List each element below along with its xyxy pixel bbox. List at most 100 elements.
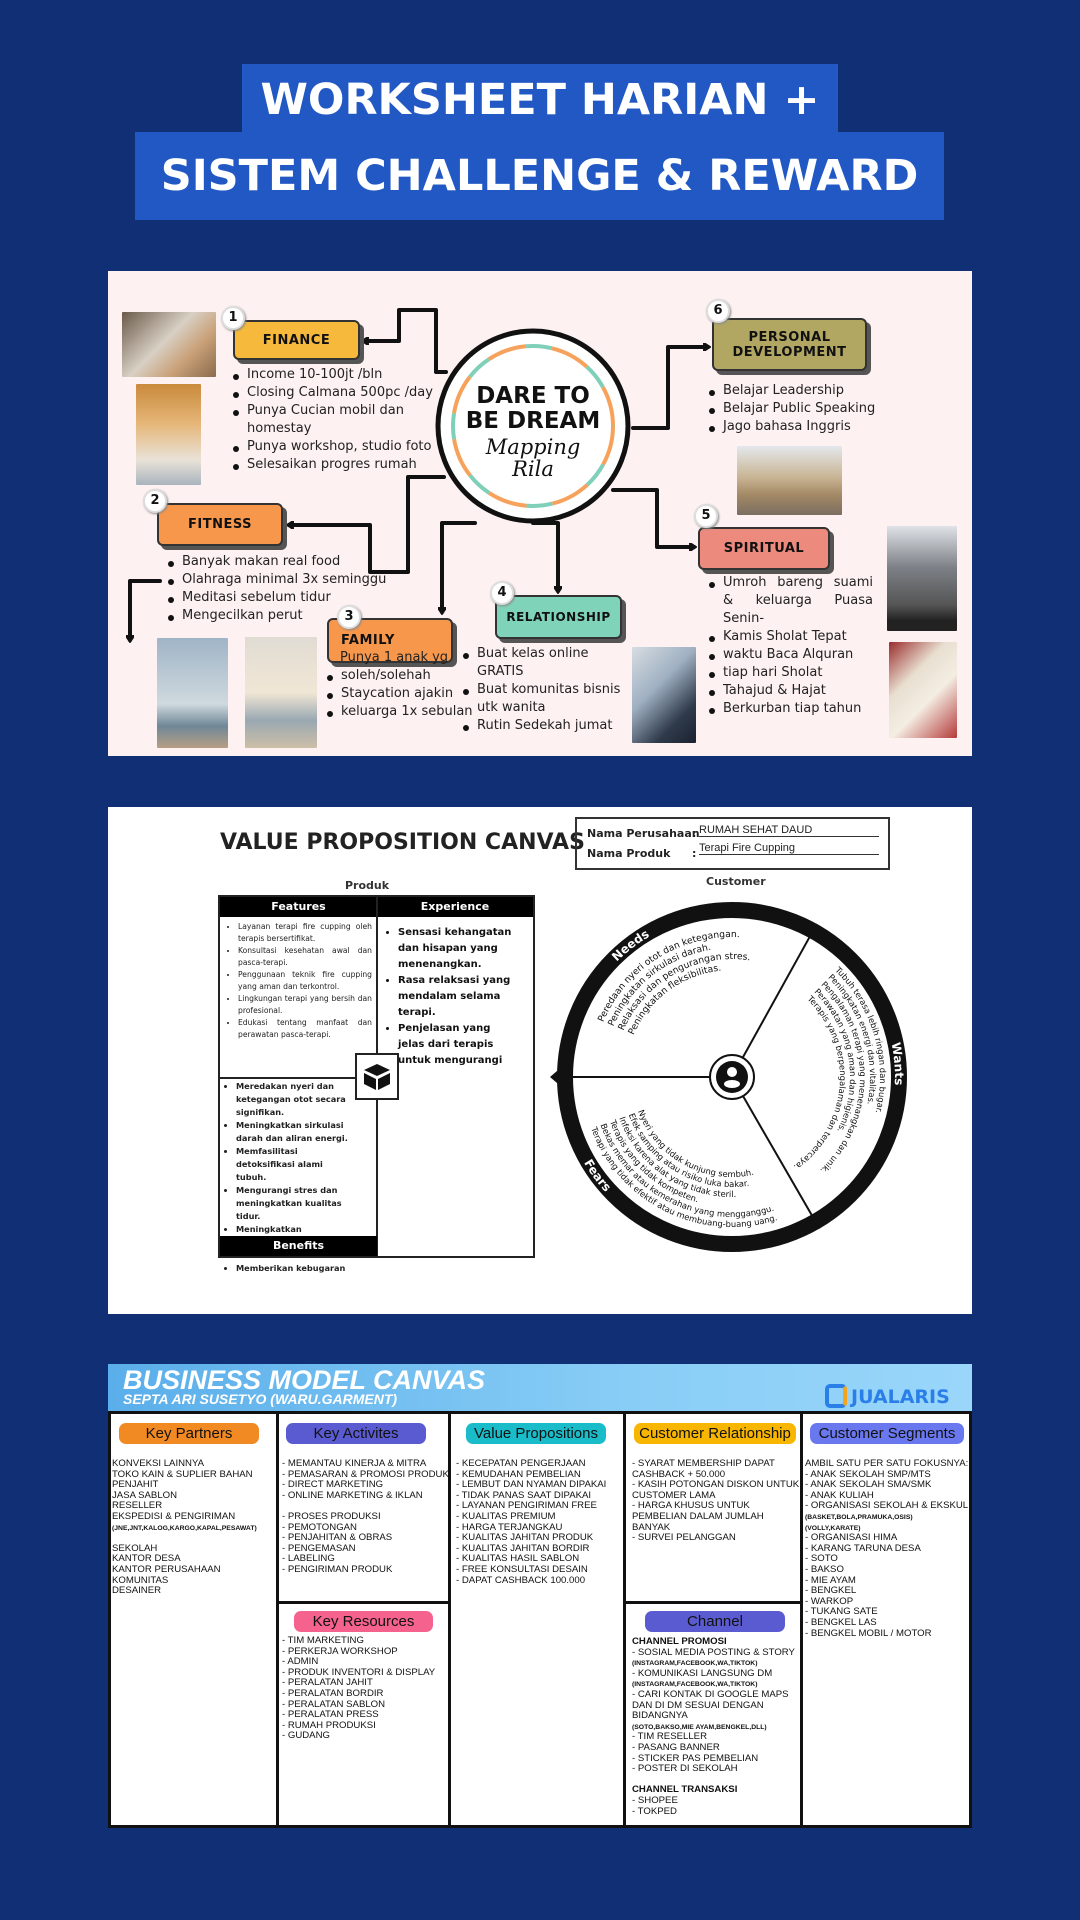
connector-finance: [364, 308, 448, 374]
product-square: Features Experience Layanan terapi fire …: [218, 895, 535, 1273]
category-finance: FINANCE: [233, 320, 360, 360]
connector-family: [442, 521, 477, 612]
jualaris-logo: JUALARIS: [851, 1386, 950, 1408]
relationship-list: Buat kelas online GRATIS Buat komunitas …: [463, 645, 623, 735]
list-item: Belajar Public Speaking: [709, 400, 909, 418]
channel-item: - TIM RESELLER - PASANG BANNER - STICKER…: [632, 1731, 759, 1775]
list-item: Umroh bareng suami & keluarga Puasa Seni…: [709, 574, 873, 628]
product-label: Nama Produk: [587, 847, 671, 860]
channel-note: (INSTAGRAM,FACEBOOK,WA,TIKTOK): [632, 1681, 758, 1689]
company-value: RUMAH SEHAT DAUD: [699, 824, 879, 837]
photo-meeting: [737, 446, 842, 515]
customer-segments-header: Customer Segments: [810, 1423, 964, 1444]
list-item: Penjelasan yang jelas dari terapis untuk…: [398, 1021, 516, 1069]
produk-label: Produk: [345, 879, 390, 892]
category-personal-development: PERSONAL DEVELOPMENT: [712, 318, 867, 371]
connector-personal: [631, 347, 708, 430]
features-list: Layanan terapi fire cupping oleh terapis…: [226, 921, 372, 1041]
list-item: Penggunaan teknik fire cupping yang aman…: [238, 969, 372, 993]
list-item: Memberikan kebugaran: [236, 1262, 354, 1275]
channel-note: (INSTAGRAM,FACEBOOK,WA,TIKTOK): [632, 1660, 758, 1668]
list-item: waktu Baca Alquran: [709, 646, 873, 664]
list-item: Punya Cucian mobil dan homestay: [233, 402, 433, 438]
channel-note: (SOTO,BAKSO,MIE AYAM,BENGKEL,DLL): [632, 1723, 767, 1731]
list-item: Sensasi kehangatan dan hisapan yang mene…: [398, 925, 516, 973]
family-list: soleh/solehah Staycation ajakin keluarga…: [327, 667, 487, 721]
finance-list: Income 10-100jt /bln Closing Calmana 500…: [233, 366, 433, 474]
key-partners-list: KONVEKSI LAINNYA TOKO KAIN & SUPLIER BAH…: [112, 1458, 257, 1597]
channel-item: - CARI KONTAK DI GOOGLE MAPS DAN DI DM S…: [632, 1688, 789, 1722]
key-resources-header: Key Resources: [294, 1611, 433, 1632]
list-item: Meningkatkan sirkulasi darah dan aliran …: [236, 1119, 354, 1145]
value-propositions-header: Value Propositions: [466, 1423, 606, 1444]
key-partners-header: Key Partners: [119, 1423, 259, 1444]
experience-header: Experience: [377, 897, 533, 917]
photo-office-woman: [122, 312, 216, 377]
channel-item: - KOMUNIKASI LANGSUNG DM: [632, 1667, 773, 1679]
list-item: tiap hari Sholat: [709, 664, 873, 682]
value-propositions-list: - KECEPATAN PENGERJAAN - KEMUDAHAN PEMBE…: [456, 1458, 607, 1586]
list-item: Olahraga minimal 3x seminggu: [168, 571, 408, 589]
list-item: Meditasi sebelum tidur: [168, 589, 408, 607]
title-line-2: SISTEM CHALLENGE & REWARD: [135, 132, 944, 220]
spiritual-list: Umroh bareng suami & keluarga Puasa Seni…: [709, 574, 873, 718]
key-resources-list: - TIM MARKETING - PERKERJA WORKSHOP - AD…: [282, 1635, 436, 1742]
center-title: DARE TO BE DREAM: [453, 384, 613, 434]
business-model-canvas-panel: BUSINESS MODEL CANVAS SEPTA ARI SUSETYO …: [108, 1364, 972, 1828]
family-mid-text: Staycation ajakin: [341, 686, 454, 701]
list-item: Punya workshop, studio foto: [233, 438, 433, 456]
photo-yoga-beach: [157, 638, 228, 748]
customer-relationship-list: - SYARAT MEMBERSHIP DAPAT CASHBACK + 50.…: [632, 1458, 800, 1544]
list-item-continued: Staycation ajakin: [327, 685, 487, 703]
customer-segments-note: (BASKET,BOLA,PRAMUKA,OSIS) (VOLLY,KARATE…: [805, 1513, 913, 1532]
number-badge: 4: [490, 581, 514, 605]
dashed-ring-orange: [451, 344, 615, 508]
center-script-line1: Mapping: [485, 435, 581, 459]
list-item: Banyak makan real food: [168, 553, 408, 571]
list-item: Tahajud & Hajat: [709, 682, 873, 700]
category-relationship: RELATIONSHIP: [495, 595, 622, 639]
bmc-header: BUSINESS MODEL CANVAS SEPTA ARI SUSETYO …: [108, 1364, 972, 1414]
channel-promosi-heading: CHANNEL PROMOSI: [632, 1636, 727, 1647]
customer-relationship-header: Customer Relationship: [634, 1423, 796, 1444]
photo-quran: [889, 642, 957, 738]
dashed-ring-teal: [451, 344, 615, 508]
channel-item: - SOSIAL MEDIA POSTING & STORY: [632, 1646, 795, 1658]
bmc-title: BUSINESS MODEL CANVAS: [123, 1365, 486, 1395]
list-item: Rasa relaksasi yang mendalam selama tera…: [398, 973, 516, 1021]
product-value: Terapi Fire Cupping: [699, 842, 879, 855]
list-item: Mengurangi stres dan meningkatkan kualit…: [236, 1184, 354, 1223]
center-title-line2: BE DREAM: [465, 408, 601, 434]
customer-label: Customer: [706, 875, 766, 888]
list-item: Income 10-100jt /bln: [233, 366, 433, 384]
wants-label: Wants: [889, 1041, 906, 1085]
key-partners-text: KONVEKSI LAINNYA TOKO KAIN & SUPLIER BAH…: [112, 1458, 253, 1522]
customer-segments-list: AMBIL SATU PER SATU FOKUSNYA: - ANAK SEK…: [805, 1458, 969, 1639]
bmc-grid: [108, 1414, 972, 1828]
center-title-line1: DARE TO: [476, 383, 590, 409]
wheel-divider: [742, 1095, 821, 1230]
number-badge: 1: [221, 306, 245, 330]
list-item: Belajar Leadership: [709, 382, 909, 400]
list-item: Buat kelas online GRATIS: [463, 645, 623, 681]
list-item: Closing Calmana 500pc /day: [233, 384, 433, 402]
family-overlap-text: Punya 1 anak yg: [340, 650, 449, 665]
list-item: Selesaikan progres rumah: [233, 456, 433, 474]
number-badge: 2: [143, 489, 167, 513]
mindmap-connectors: [0, 308, 1080, 800]
list-item: Lingkungan terapi yang bersih dan profes…: [238, 993, 372, 1017]
channel-item: - SHOPEE - TOKPED: [632, 1794, 678, 1817]
bmc-subtitle: SEPTA ARI SUSETYO (WARU.GARMENT): [123, 1391, 398, 1407]
list-item: Buat komunitas bisnis utk wanita: [463, 681, 623, 717]
channel-header: Channel: [645, 1611, 785, 1632]
customer-segments-text: AMBIL SATU PER SATU FOKUSNYA: - ANAK SEK…: [805, 1458, 969, 1512]
center-circle: [435, 328, 631, 524]
photo-online-class: [632, 647, 696, 743]
category-fitness: FITNESS: [157, 503, 283, 546]
fitness-list: Banyak makan real food Olahraga minimal …: [168, 553, 408, 625]
list-item: Kamis Sholat Tepat: [709, 628, 873, 646]
list-item: Konsultasi kesehatan awal dan pasca-tera…: [238, 945, 372, 969]
number-badge: 3: [337, 605, 361, 629]
list-item: Berkurban tiap tahun: [709, 700, 873, 718]
user-icon-head: [727, 1067, 737, 1077]
